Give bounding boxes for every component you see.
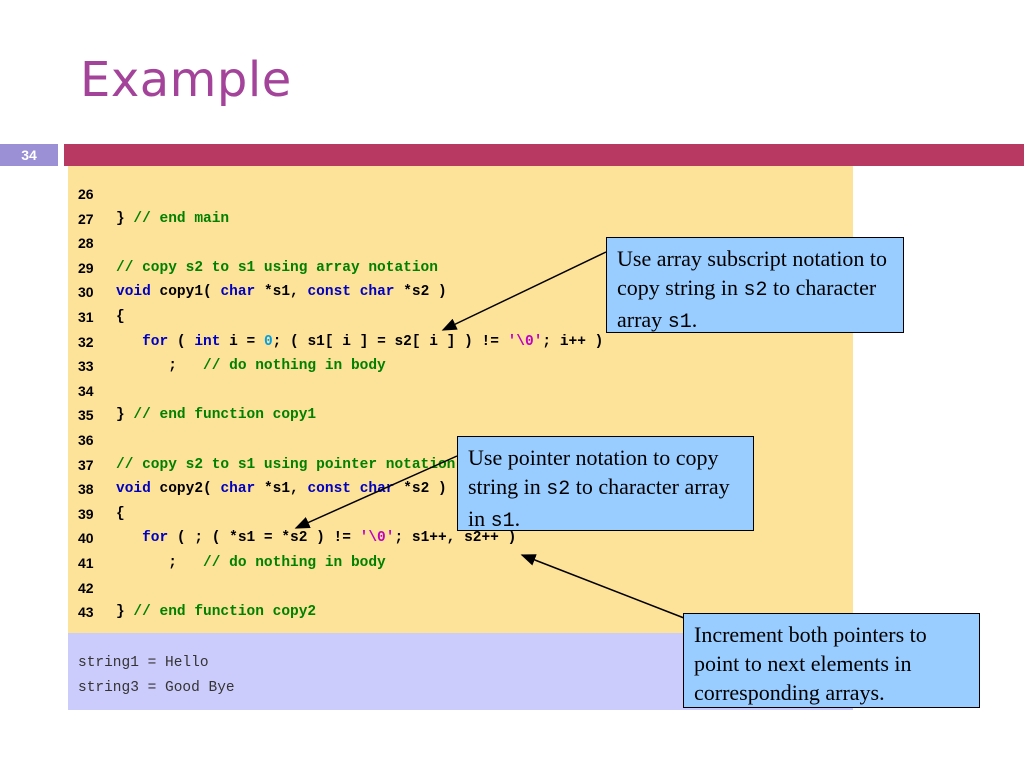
line-number: 27 [78,210,94,227]
line-number: 34 [78,382,94,399]
title-divider-bar [64,144,1024,166]
callout-text: Use pointer notation to copy string in [468,445,719,499]
callout-text: . [514,506,521,531]
code-text: } // end function copy2 [116,604,317,621]
code-text: } // end main [116,210,230,227]
callout-code: s2 [743,279,768,302]
code-text: void copy2( char *s1, const char *s2 ) [116,481,447,498]
code-text: void copy1( char *s1, const char *s2 ) [116,284,447,301]
line-number: 29 [78,259,94,276]
code-text: ; // do nothing in body [116,554,386,571]
line-number: 40 [78,530,94,547]
line-number: 31 [78,308,94,325]
code-text: } // end function copy1 [116,407,317,424]
callout-text: to character array [617,275,877,332]
line-number: 42 [78,579,94,596]
callout-code: s2 [546,478,571,501]
code-text: ; // do nothing in body [116,358,386,375]
callout-code: s1 [490,510,515,533]
pointer-notation-callout: Use pointer notation to copy string in s… [457,436,754,533]
callout-text: . [691,307,698,332]
code-text: { [116,308,125,325]
program-output: string1 = Hello string3 = Good Bye [78,651,235,701]
callout-text: Use array subscript notation to copy str… [617,246,888,300]
line-number: 35 [78,407,94,424]
callout-text: Increment both pointers to point to next… [694,622,927,705]
code-text: for ( int i = 0; ( s1[ i ] = s2[ i ] ) !… [142,333,604,350]
line-number: 28 [78,235,94,252]
callout-code: s1 [667,311,692,334]
line-number: 36 [78,431,94,448]
line-number: 32 [78,333,94,350]
line-number: 26 [78,186,94,202]
code-text: { [116,505,125,522]
line-number: 38 [78,481,94,498]
increment-pointers-callout: Increment both pointers to point to next… [683,613,980,708]
slide-number: 34 [0,144,58,166]
line-number: 37 [78,456,94,473]
output-line: string1 = Hello [78,655,209,671]
slide-title: Example [80,52,292,108]
line-number: 39 [78,505,94,522]
line-number: 33 [78,358,94,375]
array-notation-callout: Use array subscript notation to copy str… [606,237,904,334]
code-text: // copy s2 to s1 using pointer notation [116,456,456,473]
line-number: 41 [78,554,94,571]
line-number: 30 [78,284,94,301]
code-text: // copy s2 to s1 using array notation [116,259,438,276]
callout-text: to character array in [468,474,730,531]
output-line: string3 = Good Bye [78,680,235,696]
code-text: for ( ; ( *s1 = *s2 ) != '\0'; s1++, s2+… [142,530,517,547]
line-number: 43 [78,604,94,621]
